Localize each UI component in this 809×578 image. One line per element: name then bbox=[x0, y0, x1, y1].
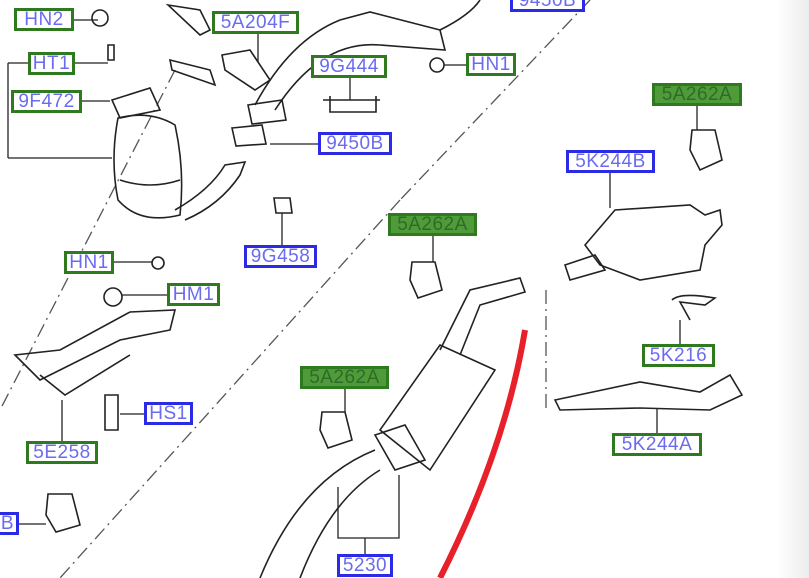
callout-ht1[interactable]: HT1 bbox=[28, 52, 75, 75]
insulators bbox=[45, 129, 723, 533]
heat-shield bbox=[13, 309, 177, 396]
callout-5e258[interactable]: 5E258 bbox=[26, 441, 98, 464]
centre-muffler bbox=[259, 277, 527, 578]
callout-9450b[interactable]: 9450B bbox=[318, 132, 392, 155]
callout-hm1[interactable]: HM1 bbox=[167, 283, 220, 306]
callout-hn1-top[interactable]: HN1 bbox=[466, 53, 516, 76]
rear-muffler bbox=[563, 204, 723, 281]
callout-5k244b[interactable]: 5K244B bbox=[566, 150, 655, 173]
tailpipe bbox=[553, 294, 744, 411]
front-pipe bbox=[231, 0, 481, 147]
scroll-edge-shadow bbox=[777, 0, 809, 578]
callout-5a262a-rear[interactable]: 5A262A bbox=[652, 83, 742, 106]
callout-hs1[interactable]: HS1 bbox=[144, 402, 193, 425]
catalytic-converter bbox=[110, 87, 247, 221]
callout-5a262a-front[interactable]: 5A262A bbox=[300, 366, 389, 389]
callout-5a262a-mid[interactable]: 5A262A bbox=[388, 213, 477, 236]
bracket bbox=[165, 3, 272, 91]
leader-lines bbox=[7, 19, 698, 554]
callout-9f472[interactable]: 9F472 bbox=[11, 90, 82, 113]
callout-9g444[interactable]: 9G444 bbox=[311, 55, 387, 78]
callout-9450b-top[interactable]: 9450B bbox=[510, 0, 585, 12]
callout-5a204f[interactable]: 5A204F bbox=[212, 11, 299, 34]
divider-lines bbox=[0, 0, 591, 578]
callout-5230[interactable]: 5230 bbox=[337, 554, 393, 577]
callout-5k216[interactable]: 5K216 bbox=[642, 344, 715, 367]
red-marker-arc bbox=[437, 329, 528, 578]
callout-hn2[interactable]: HN2 bbox=[14, 8, 74, 31]
callout-b-partial[interactable]: B bbox=[0, 512, 19, 535]
callout-5k244a[interactable]: 5K244A bbox=[612, 433, 702, 456]
callout-9g458[interactable]: 9G458 bbox=[244, 245, 317, 268]
callout-hn1[interactable]: HN1 bbox=[64, 251, 114, 274]
